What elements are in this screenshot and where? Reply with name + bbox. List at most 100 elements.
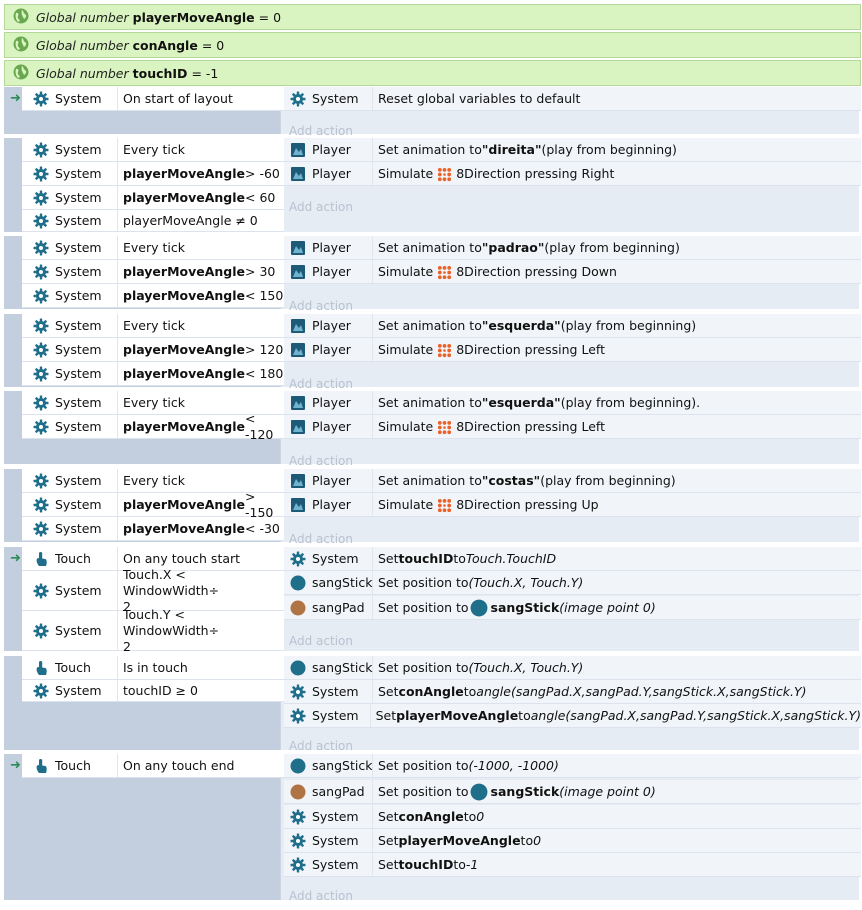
action-object[interactable]: System	[284, 547, 373, 570]
condition-object[interactable]: Touch	[22, 656, 118, 679]
add-action-link[interactable]: Add action	[289, 454, 353, 468]
condition-object[interactable]: System	[22, 611, 118, 650]
add-action-link[interactable]: Add action	[289, 377, 353, 391]
action-object[interactable]: sangStick	[284, 656, 373, 679]
action-object[interactable]: Player	[284, 469, 373, 492]
action-object[interactable]: System	[284, 829, 373, 852]
action-object[interactable]: Player	[284, 138, 373, 161]
condition-object[interactable]: System	[22, 469, 118, 492]
condition-object[interactable]: System	[22, 680, 118, 701]
add-action-link[interactable]: Add action	[289, 200, 353, 214]
condition-object[interactable]: System	[22, 415, 118, 438]
action-object[interactable]: sangStick	[284, 754, 373, 777]
action-object[interactable]: sangStick	[284, 571, 373, 594]
condition-object[interactable]: System	[22, 314, 118, 337]
condition-object[interactable]: System	[22, 571, 118, 610]
condition-object[interactable]: System	[22, 236, 118, 259]
add-action-link[interactable]: Add action	[289, 299, 353, 313]
action-object[interactable]: System	[284, 680, 373, 703]
event-margin[interactable]	[4, 754, 282, 900]
add-action-link[interactable]: Add action	[289, 889, 353, 903]
action-object[interactable]: Player	[284, 162, 373, 185]
add-action-link[interactable]: Add action	[289, 634, 353, 648]
condition-object[interactable]: Touch	[22, 754, 118, 777]
condition-object[interactable]: System	[22, 162, 118, 185]
action-object[interactable]: Player	[284, 415, 373, 438]
action-object[interactable]: System	[284, 853, 373, 876]
action-object[interactable]: System	[284, 805, 373, 828]
condition-object[interactable]: System	[22, 391, 118, 414]
add-action-link[interactable]: Add action	[289, 739, 353, 753]
action-object[interactable]: Player	[284, 260, 373, 283]
condition-object[interactable]: System	[22, 362, 118, 385]
add-action-link[interactable]: Add action	[289, 124, 353, 138]
condition-object[interactable]: System	[22, 493, 118, 516]
action-object[interactable]: sangPad	[284, 596, 373, 619]
condition-object[interactable]: System	[22, 260, 118, 283]
condition-object[interactable]: System	[22, 284, 118, 307]
condition-object[interactable]: System	[22, 210, 118, 231]
condition-object[interactable]: System	[22, 138, 118, 161]
action-object[interactable]: Player	[284, 391, 373, 414]
action-object[interactable]: Player	[284, 493, 373, 516]
condition-object[interactable]: System	[22, 186, 118, 209]
action-object[interactable]: Player	[284, 338, 373, 361]
action-object[interactable]: sangPad	[284, 780, 373, 803]
condition-object[interactable]: System	[22, 87, 118, 110]
add-action-link[interactable]: Add action	[289, 532, 353, 546]
condition-object[interactable]: System	[22, 338, 118, 361]
condition-object[interactable]: Touch	[22, 547, 118, 570]
